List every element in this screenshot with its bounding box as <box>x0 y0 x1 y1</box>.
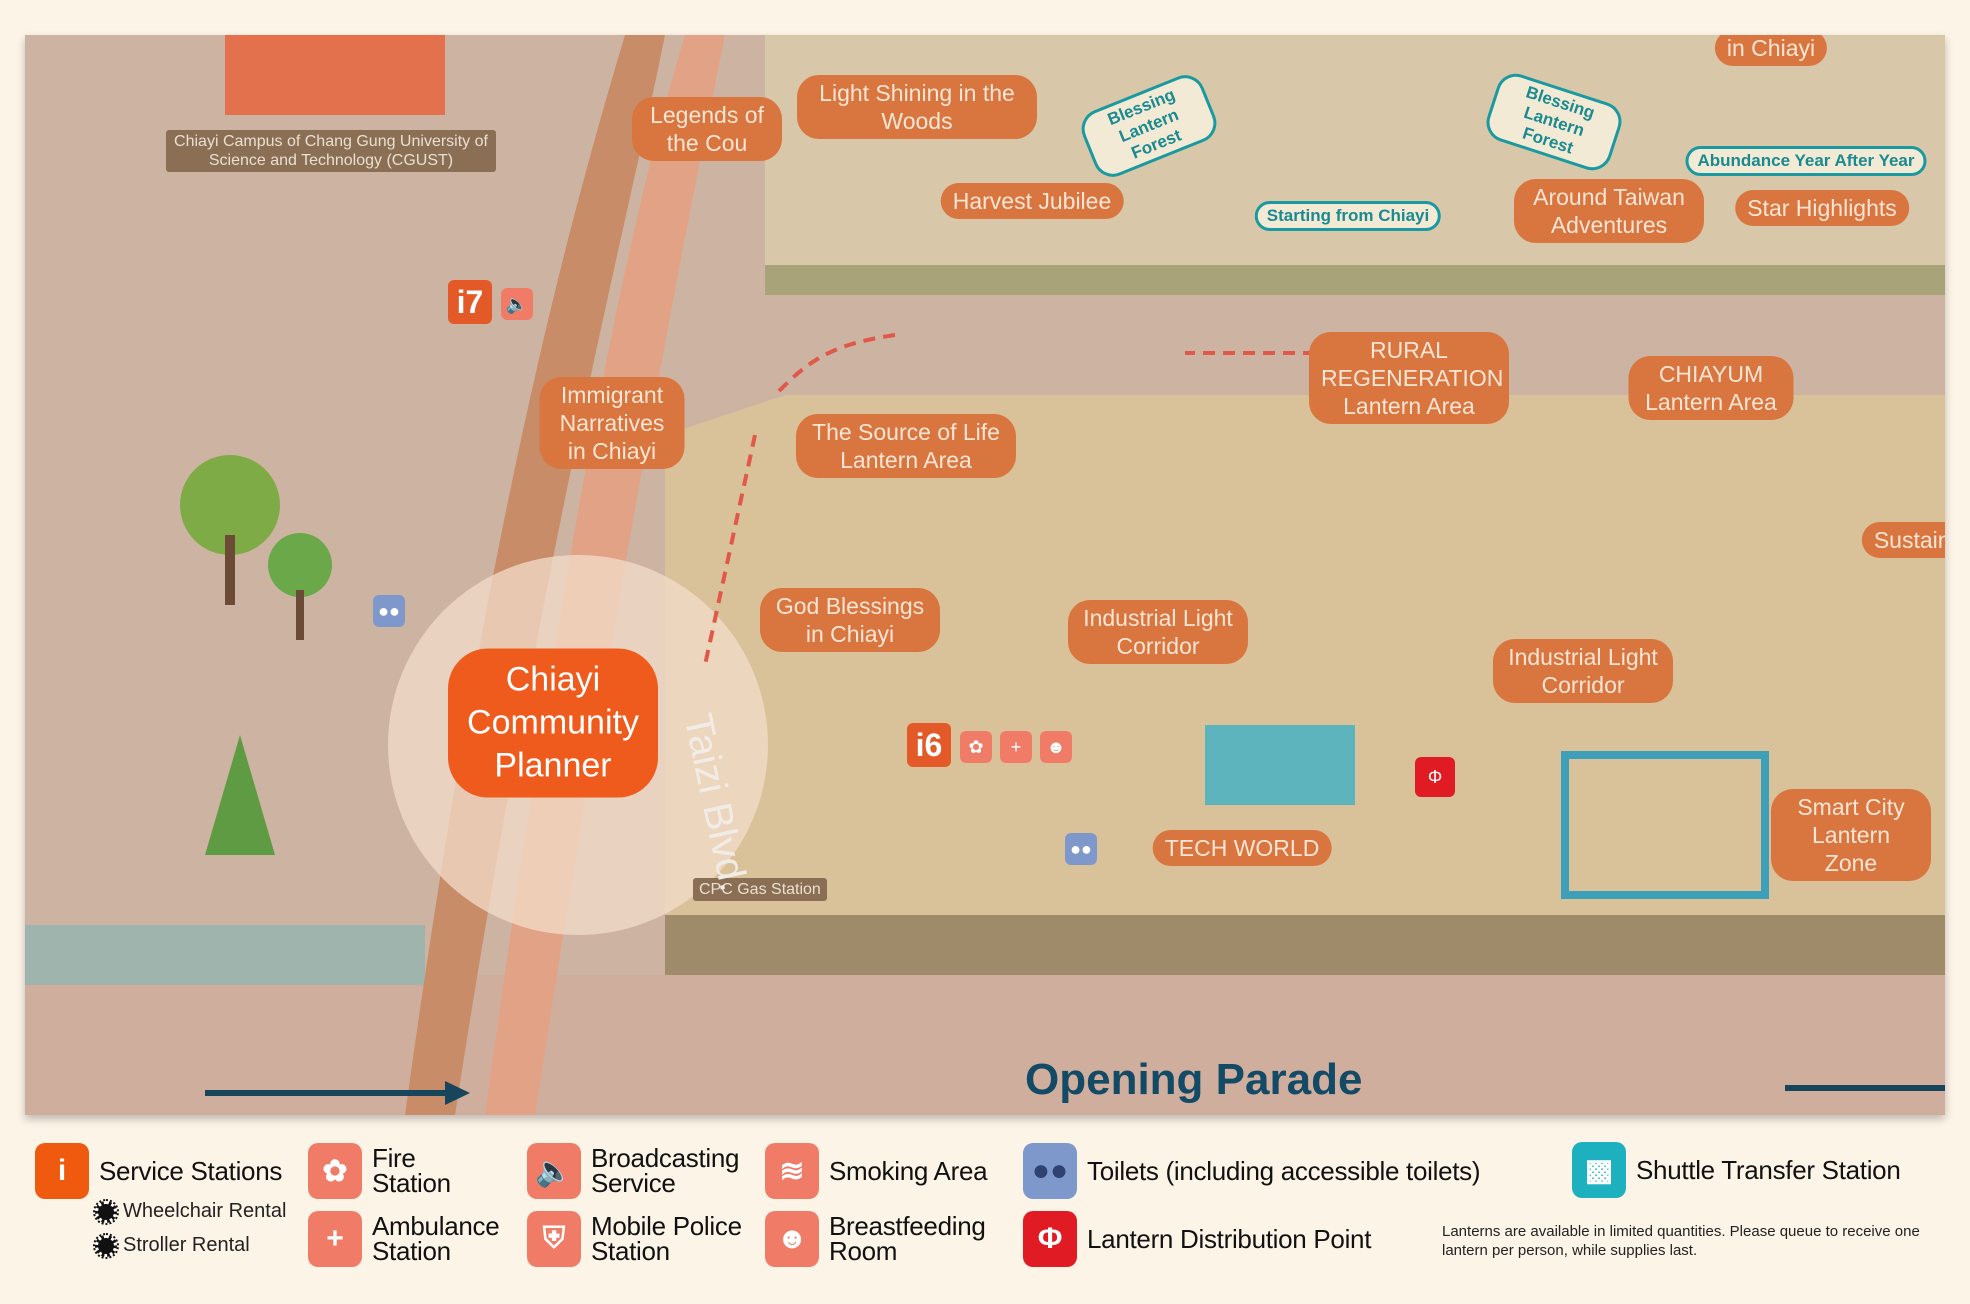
area-label[interactable]: RURAL REGENERATION Lantern Area <box>1309 332 1509 424</box>
fire-extinguisher-icon: ✿ <box>308 1143 362 1199</box>
cigarette-icon: ≋ <box>765 1143 819 1199</box>
area-label[interactable]: Industrial Light Corridor <box>1493 639 1673 703</box>
speaker-icon: 🔈 <box>527 1143 581 1199</box>
gas-station-label: CPC Gas Station <box>693 878 827 901</box>
lantern-note: Lanterns are available in limited quanti… <box>1442 1223 1920 1259</box>
area-label[interactable]: Star Highlights <box>1735 190 1909 226</box>
featured-label[interactable]: Chiayi Community Planner <box>448 648 658 798</box>
lantern-point-icon[interactable]: Φ <box>1415 757 1455 797</box>
legend-shuttle: ▩ Shuttle Transfer Station <box>1572 1142 1901 1198</box>
area-label[interactable]: Immigrant Narratives in Chiayi <box>539 377 685 469</box>
toilet-icon[interactable]: ●● <box>1065 833 1097 865</box>
area-label[interactable]: Around Taiwan Adventures <box>1514 179 1704 243</box>
area-label[interactable]: God Blessings in Chiayi <box>760 588 940 652</box>
area-label[interactable]: Light Shining in the Woods <box>797 75 1037 139</box>
legend-toilets: ●● Toilets (including accessible toilets… <box>1023 1143 1481 1199</box>
toilet-icon: ●● <box>1023 1143 1077 1199</box>
sub-area-label[interactable]: Abundance Year After Year <box>1685 146 1927 176</box>
broadcast-icon[interactable]: 🔈 <box>501 288 533 320</box>
area-label[interactable]: Industrial Light Corridor <box>1068 600 1248 664</box>
campus-label: Chiayi Campus of Chang Gung University o… <box>166 130 496 172</box>
ambulance-icon[interactable]: + <box>1000 731 1032 763</box>
legend-ambulance: + Ambulance Station <box>308 1211 507 1267</box>
toilet-icon[interactable]: ●● <box>373 595 405 627</box>
legend-wheelchair: Wheelchair Rental <box>93 1198 286 1225</box>
fire-station-icon[interactable]: ✿ <box>960 731 992 763</box>
area-label[interactable]: Sustainab <box>1861 522 1945 558</box>
legend-stroller: Stroller Rental <box>93 1232 250 1259</box>
lantern-icon: Φ <box>1023 1211 1077 1267</box>
legend-service: i Service Stations <box>35 1143 282 1199</box>
legend-breastfeeding: ☻ Breastfeeding Room <box>765 1211 999 1267</box>
bus-icon: ▩ <box>1572 1142 1626 1198</box>
service-station-i7[interactable]: i7 <box>448 280 492 324</box>
legend-police: ⛨ Mobile Police Station <box>527 1211 751 1267</box>
sun-icon <box>93 1232 119 1259</box>
sun-icon <box>93 1198 119 1225</box>
police-badge-icon: ⛨ <box>527 1211 581 1267</box>
area-label[interactable]: Smart City Lantern Zone <box>1771 789 1931 881</box>
service-station-i6[interactable]: i6 <box>907 723 951 767</box>
parade-label: Opening Parade <box>1025 1055 1363 1104</box>
legend-broadcast: 🔈 Broadcasting Service <box>527 1143 756 1199</box>
breastfeeding-icon: ☻ <box>765 1211 819 1267</box>
area-label[interactable]: The Source of Life Lantern Area <box>796 414 1016 478</box>
area-label[interactable]: CHIAYUM Lantern Area <box>1628 356 1794 420</box>
area-label[interactable]: in Chiayi <box>1714 35 1828 66</box>
area-label[interactable]: Harvest Jubilee <box>940 183 1124 219</box>
area-label[interactable]: TECH WORLD <box>1152 830 1332 866</box>
legend-fire: ✿ Fire Station <box>308 1143 472 1199</box>
breastfeeding-icon[interactable]: ☻ <box>1040 731 1072 763</box>
area-label[interactable]: Legends of the Cou <box>632 97 782 161</box>
info-icon: i <box>35 1143 89 1199</box>
legend-smoking: ≋ Smoking Area <box>765 1143 988 1199</box>
legend-lantern: Φ Lantern Distribution Point <box>1023 1211 1371 1267</box>
first-aid-icon: + <box>308 1211 362 1267</box>
festival-map[interactable]: Chiayi Campus of Chang Gung University o… <box>25 35 1945 1115</box>
sub-area-label[interactable]: Starting from Chiayi <box>1254 201 1442 231</box>
